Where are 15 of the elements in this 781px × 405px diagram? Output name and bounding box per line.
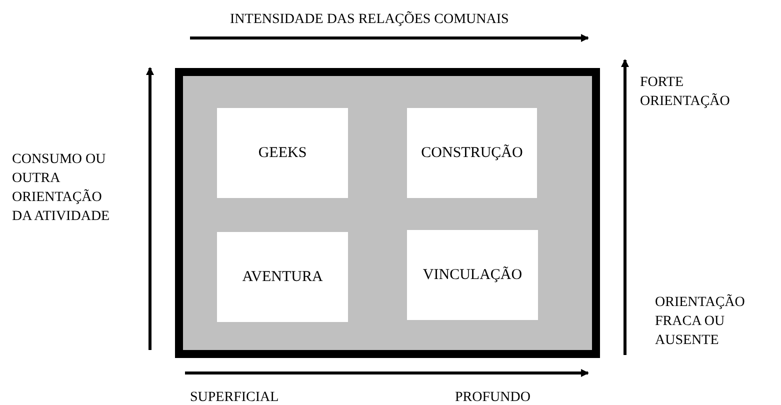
axis-label: ORIENTAÇÃO FRACA OU AUSENTE	[655, 293, 746, 350]
quadrant-label: AVENTURA	[242, 268, 323, 286]
quadrant-box	[407, 230, 538, 320]
axis-label: CONSUMO OU OUTRA ORIENTAÇÃO DA ATIVIDADE	[12, 151, 111, 226]
axis-label: SUPERFICIAL	[190, 389, 279, 405]
axis-title: INTENSIDADE DAS RELAÇÕES COMUNAIS	[230, 10, 509, 29]
quadrant-box	[217, 108, 348, 198]
quadrant-label: CONSTRUÇÃO	[421, 144, 523, 162]
quadrant-box	[217, 232, 348, 322]
axis-label: FORTE ORIENTAÇÃO	[640, 74, 731, 111]
quadrant-label: VINCULAÇÃO	[422, 266, 522, 284]
axis-label: PROFUNDO	[455, 389, 530, 405]
quadrant-box	[407, 108, 537, 198]
quadrant-label: GEEKS	[258, 144, 307, 162]
matrix-panel	[175, 68, 600, 358]
